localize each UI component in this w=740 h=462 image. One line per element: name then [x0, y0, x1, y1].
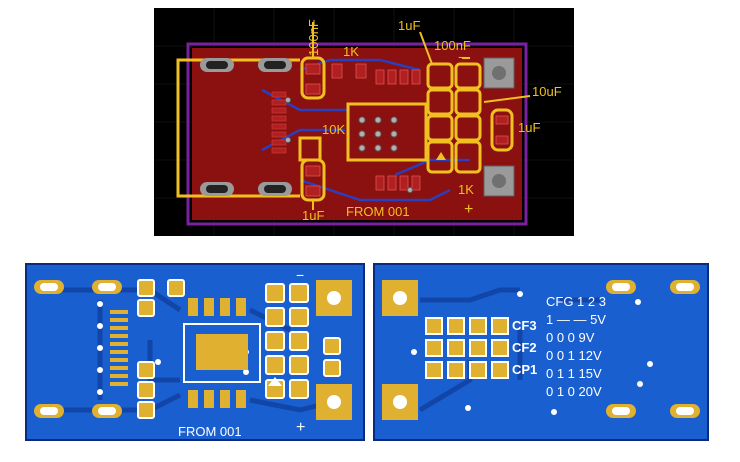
back-view-panel: CF3 CF2 CP1 CFG 1 2 3 1 — — 5V 0 0 0 9V … — [373, 263, 709, 441]
jumper-label-cf3: CF3 — [512, 318, 537, 333]
top-plus-sign: + — [464, 201, 473, 218]
config-table-header: CFG 1 2 3 — [546, 294, 606, 309]
back-solder-jumpers — [425, 317, 509, 379]
config-row-2: 0 0 0 9V — [546, 330, 595, 345]
top-usb-slots — [200, 58, 292, 196]
front-usb-slots — [34, 280, 122, 418]
front-ic-footprint — [183, 298, 261, 408]
top-view-panel: 100nF 1K 1uF 100nF 10uF 10K 1uF 1K 1uF F… — [154, 8, 574, 236]
label-1uf-right: 1uF — [518, 120, 540, 135]
label-100nf-right: 100nF — [434, 38, 471, 53]
jumper-label-cf2: CF2 — [512, 340, 537, 355]
label-1k-bottom: 1K — [458, 182, 474, 197]
config-row-4: 0 1 1 15V — [546, 366, 602, 381]
top-minus-sign: − — [458, 49, 466, 65]
label-1uf-bottom: 1uF — [302, 208, 324, 223]
top-board-name: FROM 001 — [346, 204, 410, 219]
front-passive-pads — [137, 279, 341, 419]
label-10k: 10K — [322, 122, 345, 137]
label-10uf: 10uF — [532, 84, 562, 99]
front-power-pads — [316, 280, 352, 420]
back-board — [373, 263, 709, 441]
config-row-5: 0 1 0 20V — [546, 384, 602, 399]
front-traces — [60, 287, 341, 413]
config-row-1: 1 — — 5V — [546, 312, 606, 327]
label-100nf-left: 100nF — [306, 19, 321, 56]
front-board-name: FROM 001 — [178, 424, 242, 439]
front-plus-sign: + — [296, 419, 305, 436]
top-silk-components — [298, 56, 514, 202]
top-right-pads — [483, 57, 515, 197]
config-row-3: 0 0 1 12V — [546, 348, 602, 363]
back-power-pads — [382, 280, 418, 420]
front-view-panel: FROM 001 + − — [25, 263, 365, 441]
label-1uf-top: 1uF — [398, 18, 420, 33]
jumper-label-cp1: CP1 — [512, 362, 537, 377]
top-board-outline — [186, 42, 528, 226]
back-usb-slots — [606, 280, 700, 418]
front-minus-sign: − — [296, 267, 304, 283]
label-1k-top: 1K — [343, 44, 359, 59]
top-usb-outline — [176, 58, 222, 198]
